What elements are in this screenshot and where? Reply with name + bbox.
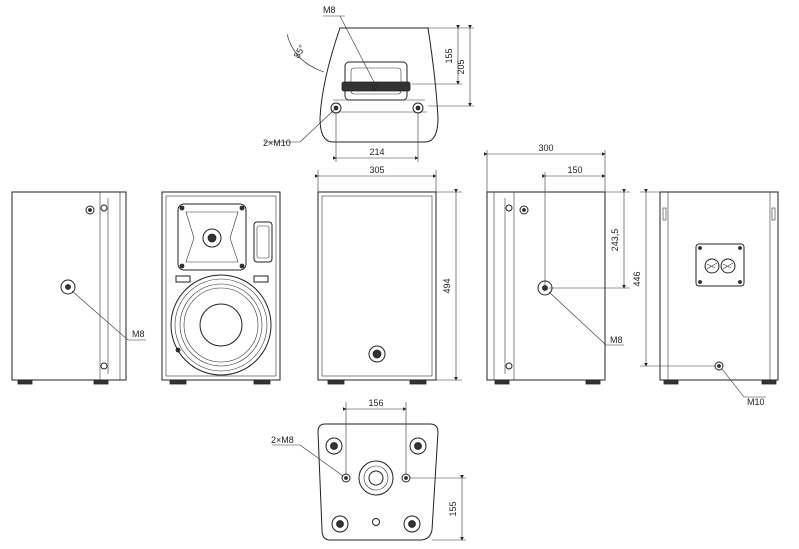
- dim-305: 305: [369, 165, 384, 175]
- left-side-view: M8: [11, 191, 146, 385]
- m8-side-label: M8: [610, 335, 623, 345]
- bottom-view: 156 2×M8 155: [271, 398, 466, 541]
- grille-front-view: 305 494: [315, 165, 462, 385]
- top-view: 85° M8 155 205 2×M10 214: [263, 5, 474, 162]
- m10-rear-label: M10: [747, 397, 765, 407]
- m8-top-label: M8: [323, 5, 336, 15]
- m8-left-label: M8: [132, 329, 145, 339]
- rear-view: 446 M10: [632, 189, 779, 407]
- dim-155-bottom: 155: [448, 501, 458, 516]
- mount-2xm8-label: 2×M8: [271, 435, 294, 445]
- dim-494: 494: [442, 278, 452, 293]
- dim-214: 214: [369, 147, 384, 157]
- dim-150: 150: [567, 165, 582, 175]
- dim-300: 300: [538, 143, 553, 153]
- mount-2xm10-label: 2×M10: [263, 138, 291, 148]
- dim-446: 446: [632, 271, 642, 286]
- front-view: [161, 191, 281, 385]
- angle-label: 85°: [292, 43, 308, 60]
- dim-155-top: 155: [444, 48, 454, 63]
- dim-243-5: 243,5: [610, 229, 620, 252]
- right-side-view: 300 150 243,5 M8: [484, 143, 630, 385]
- dim-156: 156: [368, 398, 383, 408]
- dim-205-top: 205: [456, 59, 466, 74]
